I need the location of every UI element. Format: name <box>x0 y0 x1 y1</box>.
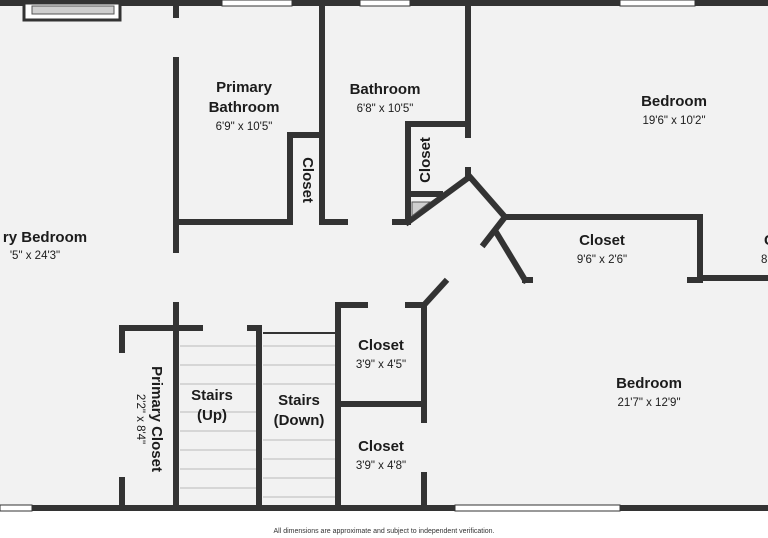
primary-bedroom-name: ry Bedroom <box>3 229 87 246</box>
primary-closet-dim: 2'2" x 8'4" <box>134 394 146 444</box>
windows <box>0 0 696 512</box>
primary-closet-name: Primary Closet <box>148 366 165 472</box>
primary-bathroom-dim: 6'9" x 10'5" <box>216 121 273 133</box>
stairs-down-treads <box>263 345 335 498</box>
closet-hall-name: Closet <box>579 232 625 249</box>
closet-right-edge-name: C <box>764 232 768 249</box>
stairs-up-name-2: (Up) <box>197 407 227 424</box>
bathroom-dim: 6'8" x 10'5" <box>357 103 414 115</box>
closet-right-edge-dim: 8 <box>761 254 767 266</box>
closet-hatch <box>411 201 432 218</box>
window <box>221 0 293 7</box>
floor <box>0 3 768 509</box>
stairs-down-name-1: Stairs <box>278 392 320 409</box>
closet-upper-name: Closet <box>358 337 404 354</box>
disclaimer-note: All dimensions are approximate and subje… <box>273 528 495 535</box>
closet-middle-name: Closet <box>299 157 316 203</box>
primary-bathroom-name-2: Bathroom <box>209 99 280 116</box>
stairs-down-name-2: (Down) <box>274 412 325 429</box>
closet-lower-name: Closet <box>358 438 404 455</box>
bedroom-top-name: Bedroom <box>641 93 707 110</box>
bedroom-bottom-name: Bedroom <box>616 375 682 392</box>
primary-bathroom-name-1: Primary <box>216 79 273 96</box>
stairs-up-name-1: Stairs <box>191 387 233 404</box>
bathroom-name: Bathroom <box>350 81 421 98</box>
window <box>359 0 411 7</box>
walls <box>0 0 768 511</box>
closet-bath-name: Closet <box>417 137 434 183</box>
primary-bedroom-dim: '5" x 24'3" <box>10 250 60 262</box>
window <box>619 0 696 7</box>
closet-upper-dim: 3'9" x 4'5" <box>356 359 406 371</box>
closet-lower-dim: 3'9" x 4'8" <box>356 460 406 472</box>
window <box>454 504 621 512</box>
stairs-up-treads <box>180 345 256 489</box>
closet-hall-dim: 9'6" x 2'6" <box>577 254 627 266</box>
fireplace-hatch <box>31 5 115 15</box>
bedroom-top-dim: 19'6" x 10'2" <box>642 115 705 127</box>
bedroom-bottom-dim: 21'7" x 12'9" <box>617 397 680 409</box>
window <box>0 504 33 512</box>
